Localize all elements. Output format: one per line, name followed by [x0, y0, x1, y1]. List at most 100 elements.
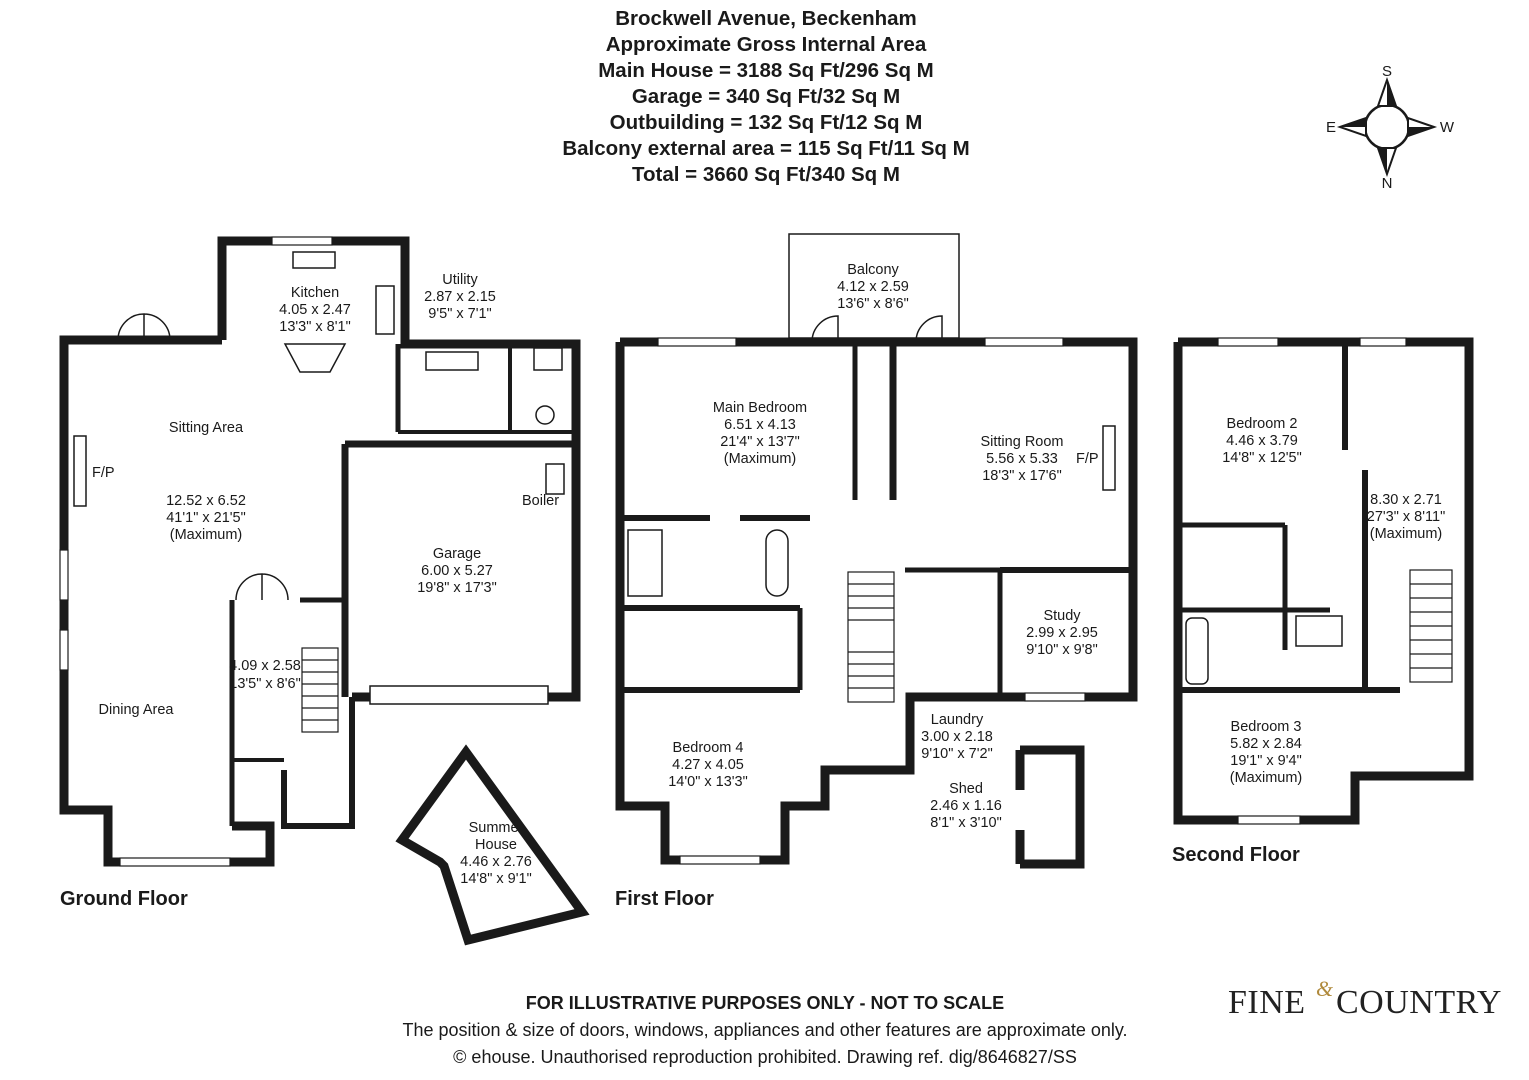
- main-bedroom-imperial: 21'4" x 13'7": [720, 434, 800, 450]
- boiler-icon: [545, 463, 565, 495]
- kitchen-window: [271, 236, 333, 246]
- sitting-room-imperial: 18'3" x 17'6": [982, 468, 1062, 484]
- garage-metric: 6.00 x 5.27: [421, 563, 493, 579]
- copyright-notice: © ehouse. Unauthorised reproduction proh…: [453, 1047, 1077, 1067]
- boiler-label: Boiler: [522, 493, 559, 509]
- kitchen-metric: 4.05 x 2.47: [279, 302, 351, 318]
- second-floor-title: Second Floor: [1172, 844, 1300, 866]
- utility-name: Utility: [442, 272, 478, 288]
- bedroom4-window: [679, 855, 761, 865]
- sitting-room-window: [984, 337, 1064, 347]
- second-stairs: [1409, 569, 1453, 683]
- kitchen-imperial: 13'3" x 8'1": [279, 319, 350, 335]
- shed-name: Shed: [949, 781, 983, 797]
- bedroom1-imperial: 27'3" x 8'11": [1367, 509, 1445, 525]
- compass-east-label: E: [1326, 119, 1336, 136]
- shed-outline: [1020, 745, 1085, 869]
- west-window-2: [59, 629, 69, 671]
- sitting-area-label: Sitting Area: [169, 420, 244, 436]
- bedroom1-note: (Maximum): [1370, 526, 1443, 542]
- balcony-door-2: [915, 315, 943, 343]
- toilet-icon: [535, 405, 555, 425]
- balcony-metric: 4.12 x 2.59: [837, 279, 909, 295]
- compass-north-label: N: [1382, 175, 1393, 192]
- kitchen-sink: [292, 251, 336, 269]
- bedroom4-imperial: 14'0" x 13'3": [668, 774, 748, 790]
- garage-door: [369, 685, 549, 705]
- bedroom1-metric: 8.30 x 2.71: [1370, 492, 1442, 508]
- main-bedroom-name: Main Bedroom: [713, 400, 807, 416]
- summer-house-imperial: 14'8" x 9'1": [460, 871, 531, 887]
- first-fireplace: [1102, 425, 1116, 491]
- scale-disclaimer: FOR ILLUSTRATIVE PURPOSES ONLY - NOT TO …: [525, 993, 1005, 1013]
- bath2-icon: [1185, 617, 1209, 685]
- shed-metric: 2.46 x 1.16: [930, 798, 1002, 814]
- bedroom3-window: [1237, 815, 1301, 825]
- ground-floor-plan: [59, 236, 590, 946]
- hob-icon: [375, 285, 395, 335]
- living-metric: 12.52 x 6.52: [166, 493, 246, 509]
- hall-metric: 4.09 x 2.58: [229, 658, 301, 674]
- kitchen-island: [283, 343, 347, 373]
- main-bedroom-metric: 6.51 x 4.13: [724, 417, 796, 433]
- laundry-name: Laundry: [931, 712, 984, 728]
- property-address: Brockwell Avenue, Beckenham: [615, 7, 917, 30]
- main-bedroom-window: [657, 337, 737, 347]
- area-outbuilding: Outbuilding = 132 Sq Ft/12 Sq M: [609, 111, 923, 134]
- basin-icon: [533, 347, 563, 371]
- ground-west-wall: [59, 335, 275, 867]
- hall-double-doors: [235, 573, 289, 601]
- area-garage: Garage = 340 Sq Ft/32 Sq M: [631, 85, 901, 108]
- main-bedroom-note: (Maximum): [724, 451, 797, 467]
- compass-south-label: S: [1382, 63, 1392, 80]
- dining-area-label: Dining Area: [99, 702, 175, 718]
- second-floor-plan: [1173, 337, 1474, 825]
- second-outer-wall: [1173, 337, 1474, 825]
- brand-name-part1: FINE: [1228, 984, 1306, 1021]
- ground-fp-label: F/P: [92, 465, 115, 481]
- summer-house-outline: [395, 744, 590, 946]
- plan-header: Brockwell Avenue, Beckenham Approximate …: [466, 6, 1066, 188]
- area-main-house: Main House = 3188 Sq Ft/296 Sq M: [598, 59, 934, 82]
- ground-outer-wall: [217, 236, 581, 702]
- first-stairs: [847, 571, 895, 703]
- area-balcony: Balcony external area = 115 Sq Ft/11 Sq …: [562, 137, 970, 160]
- study-window: [1024, 692, 1086, 702]
- area-total: Total = 3660 Sq Ft/340 Sq M: [632, 163, 900, 186]
- balcony-door-1: [811, 315, 839, 343]
- utility-metric: 2.87 x 2.15: [424, 289, 496, 305]
- study-metric: 2.99 x 2.95: [1026, 625, 1098, 641]
- bedroom2-name: Bedroom 2: [1227, 416, 1298, 432]
- plan-footer: FOR ILLUSTRATIVE PURPOSES ONLY - NOT TO …: [300, 990, 1230, 1071]
- laundry-metric: 3.00 x 2.18: [921, 729, 993, 745]
- bedroom3-name: Bedroom 3: [1231, 719, 1302, 735]
- first-outer-wall: [615, 337, 1138, 865]
- bedroom3-note: (Maximum): [1230, 770, 1303, 786]
- utility-sink: [425, 351, 479, 371]
- second-labels: Bedroom 2 4.46 x 3.79 14'8" x 12'5" 8.30…: [1172, 416, 1445, 866]
- bedroom4-name: Bedroom 4: [673, 740, 744, 756]
- balcony-imperial: 13'6" x 8'6": [837, 296, 908, 312]
- ground-fireplace: [73, 435, 87, 507]
- summer-house-metric: 4.46 x 2.76: [460, 854, 532, 870]
- shower2-icon: [1295, 615, 1343, 647]
- kitchen-name: Kitchen: [291, 285, 339, 301]
- bath-icon: [765, 529, 789, 597]
- west-window-1: [59, 549, 69, 601]
- brand-logo: FINE & COUNTRY: [1228, 976, 1501, 1046]
- shower-icon: [627, 529, 663, 597]
- garage-imperial: 19'8" x 17'3": [417, 580, 497, 596]
- compass-rose-icon: S E W N: [1326, 63, 1455, 192]
- living-imperial: 41'1" x 21'5": [166, 510, 246, 526]
- laundry-imperial: 9'10" x 7'2": [921, 746, 992, 762]
- study-imperial: 9'10" x 9'8": [1026, 642, 1097, 658]
- compass-west-label: W: [1440, 119, 1455, 136]
- brand-ampersand: &: [1316, 976, 1334, 1001]
- bedroom1-window: [1359, 337, 1407, 347]
- bedroom3-metric: 5.82 x 2.84: [1230, 736, 1302, 752]
- sitting-room-name: Sitting Room: [980, 434, 1063, 450]
- first-floor-title: First Floor: [615, 888, 714, 910]
- ground-stairs: [301, 647, 339, 733]
- first-labels: Balcony 4.12 x 2.59 13'6" x 8'6" Main Be…: [615, 262, 1099, 910]
